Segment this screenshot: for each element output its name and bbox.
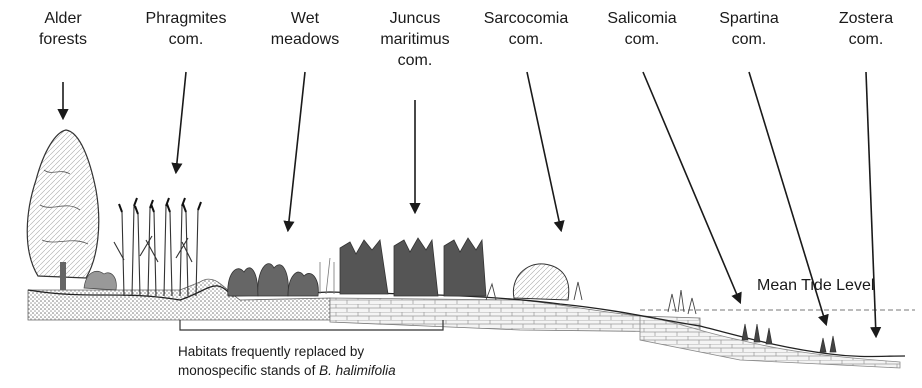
juncus-vegetation-illustration <box>320 238 486 296</box>
sarcocomia-vegetation-illustration <box>486 264 582 300</box>
wet-meadows-vegetation-illustration <box>228 264 319 296</box>
mean-tide-level-label: Mean Tide Level <box>757 277 874 295</box>
habitat-note: Habitats frequently replaced by monospec… <box>178 342 396 380</box>
phragmites-reeds-illustration <box>114 198 201 296</box>
arrow-wet-meadows <box>288 72 305 230</box>
habitat-note-line2: monospecific stands of B. halimifolia <box>178 361 396 380</box>
habitat-note-prefix: monospecific stands of <box>178 363 319 378</box>
arrow-phragmites <box>176 72 186 172</box>
alder-tree-illustration <box>27 130 116 290</box>
arrow-salicomia <box>643 72 740 302</box>
arrow-sarcocomia <box>527 72 561 230</box>
species-name: B. halimifolia <box>319 363 396 378</box>
arrow-zostera <box>866 72 876 336</box>
habitat-note-line1: Habitats frequently replaced by <box>178 342 396 361</box>
